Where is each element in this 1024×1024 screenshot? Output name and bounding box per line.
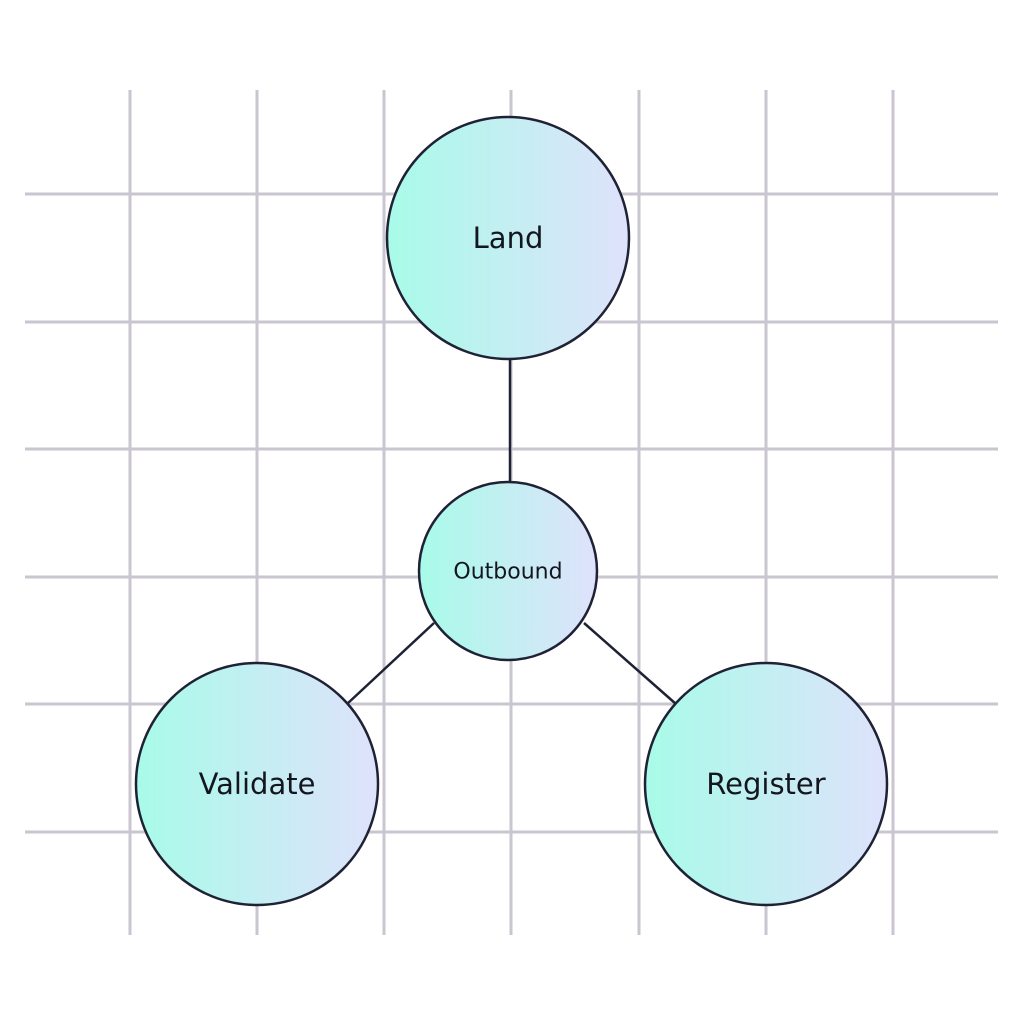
node-land[interactable]: Land: [385, 115, 631, 361]
node-land-label: Land: [473, 221, 544, 255]
node-outbound-label: Outbound: [453, 560, 562, 585]
node-validate[interactable]: Validate: [134, 661, 380, 907]
node-outbound[interactable]: Outbound: [417, 480, 599, 662]
connectors: [346, 359, 677, 705]
node-validate-circle[interactable]: [134, 661, 380, 907]
node-land-circle[interactable]: [385, 115, 631, 361]
node-register-circle[interactable]: [643, 661, 889, 907]
edge-outbound-validate: [346, 622, 435, 705]
node-outbound-circle[interactable]: [417, 480, 599, 662]
edge-outbound-register: [583, 622, 677, 705]
node-register[interactable]: Register: [643, 661, 889, 907]
node-register-label: Register: [706, 767, 825, 801]
node-validate-label: Validate: [199, 767, 316, 801]
